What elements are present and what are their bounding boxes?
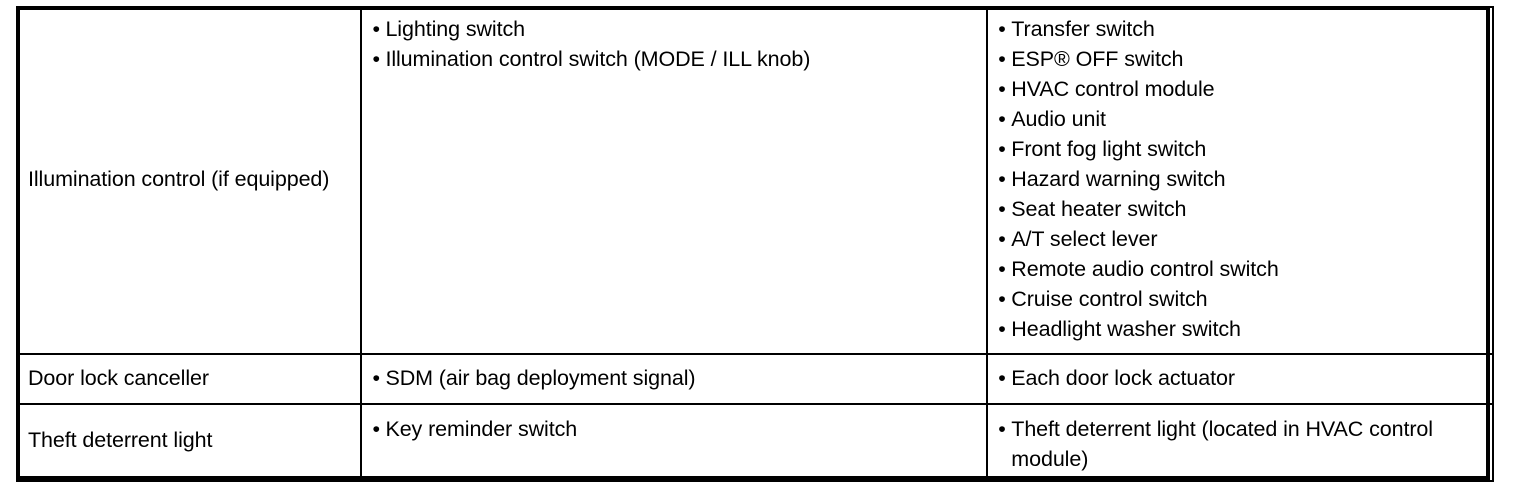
bullet-icon: • xyxy=(998,227,1006,251)
list-item: • Lighting switch xyxy=(372,14,976,44)
row-middle-cell-illumination-control: • Lighting switch • Illumination control… xyxy=(360,6,989,355)
bullet-icon: • xyxy=(998,317,1006,341)
list-item: • Each door lock actuator xyxy=(998,363,1235,393)
bullet-icon: • xyxy=(998,366,1006,390)
row-label-cell-illumination-control: Illumination control (if equipped) xyxy=(15,6,363,355)
bullet-icon: • xyxy=(372,417,380,441)
table-row: Theft deterrent light • Key reminder swi… xyxy=(15,403,1494,482)
row-label-cell-theft-deterrent-light: Theft deterrent light xyxy=(15,403,363,482)
list-item-label: SDM (air bag deployment signal) xyxy=(385,366,696,390)
list-item-label: ESP® OFF switch xyxy=(1011,47,1184,71)
list-item-label: Remote audio control switch xyxy=(1011,257,1279,281)
list-item: • Cruise control switch xyxy=(998,284,1482,314)
middle-bullet-list: • SDM (air bag deployment signal) xyxy=(372,363,695,393)
bullet-icon: • xyxy=(998,287,1006,311)
list-item: • Theft deterrent light (located in HVAC… xyxy=(998,414,1482,474)
bullet-icon: • xyxy=(372,366,380,390)
list-item: • Transfer switch xyxy=(998,14,1482,44)
row-label-cell-door-lock-canceller: Door lock canceller xyxy=(15,353,363,405)
row-label-door-lock-canceller: Door lock canceller xyxy=(28,365,209,390)
list-item-label: Headlight washer switch xyxy=(1011,317,1241,341)
list-item-label: Key reminder switch xyxy=(385,417,578,441)
list-item-label: Illumination control switch (MODE / ILL … xyxy=(385,47,811,71)
list-item-label: Front fog light switch xyxy=(1011,137,1207,161)
row-label-illumination-control: Illumination control (if equipped) xyxy=(28,167,330,191)
bullet-icon: • xyxy=(998,257,1006,281)
list-item: • Seat heater switch xyxy=(998,194,1482,224)
list-item: • Illumination control switch (MODE / IL… xyxy=(372,44,976,74)
right-bullet-list: • Theft deterrent light (located in HVAC… xyxy=(998,414,1482,474)
list-item: • Front fog light switch xyxy=(998,134,1482,164)
row-label-theft-deterrent-light: Theft deterrent light xyxy=(28,428,213,452)
bullet-icon: • xyxy=(372,47,380,71)
table-row: Illumination control (if equipped) • Lig… xyxy=(15,6,1494,355)
bullet-icon: • xyxy=(372,17,380,41)
list-item: • Headlight washer switch xyxy=(998,314,1482,344)
list-item: • Audio unit xyxy=(998,104,1482,134)
list-item: • Hazard warning switch xyxy=(998,164,1482,194)
list-item: • Remote audio control switch xyxy=(998,254,1482,284)
bullet-icon: • xyxy=(998,197,1006,221)
right-bullet-list: • Transfer switch • ESP® OFF switch • HV… xyxy=(998,14,1482,344)
list-item-label: A/T select lever xyxy=(1011,227,1158,251)
row-right-cell-door-lock-canceller: • Each door lock actuator xyxy=(986,353,1494,405)
list-item: • Key reminder switch xyxy=(372,414,976,444)
list-item-label: Each door lock actuator xyxy=(1011,366,1235,390)
row-right-cell-theft-deterrent-light: • Theft deterrent light (located in HVAC… xyxy=(986,403,1494,482)
bullet-icon: • xyxy=(998,417,1006,441)
list-item: • A/T select lever xyxy=(998,224,1482,254)
list-item-label: Lighting switch xyxy=(385,17,525,41)
list-item-label: Audio unit xyxy=(1011,107,1106,131)
spec-table-body: Illumination control (if equipped) • Lig… xyxy=(15,6,1494,482)
row-middle-cell-theft-deterrent-light: • Key reminder switch xyxy=(360,403,989,482)
list-item-label: Cruise control switch xyxy=(1011,287,1208,311)
bullet-icon: • xyxy=(998,17,1006,41)
row-right-cell-illumination-control: • Transfer switch • ESP® OFF switch • HV… xyxy=(986,6,1494,355)
middle-bullet-list: • Key reminder switch xyxy=(372,414,976,444)
right-bullet-list: • Each door lock actuator xyxy=(998,363,1235,393)
list-item-label: Hazard warning switch xyxy=(1011,167,1226,191)
bullet-icon: • xyxy=(998,77,1006,101)
list-item-label: Seat heater switch xyxy=(1011,197,1187,221)
list-item: • ESP® OFF switch xyxy=(998,44,1482,74)
list-item: • SDM (air bag deployment signal) xyxy=(372,363,695,393)
bullet-icon: • xyxy=(998,107,1006,131)
list-item-label: HVAC control module xyxy=(1011,77,1215,101)
spec-table: Illumination control (if equipped) • Lig… xyxy=(15,6,1494,482)
bullet-icon: • xyxy=(998,47,1006,71)
middle-bullet-list: • Lighting switch • Illumination control… xyxy=(372,14,976,74)
table-row: Door lock canceller • SDM (air bag deplo… xyxy=(15,353,1494,405)
bullet-icon: • xyxy=(998,167,1006,191)
row-middle-cell-door-lock-canceller: • SDM (air bag deployment signal) xyxy=(360,353,989,405)
list-item: • HVAC control module xyxy=(998,74,1482,104)
list-item-label: Theft deterrent light (located in HVAC c… xyxy=(1011,417,1433,471)
list-item-label: Transfer switch xyxy=(1011,17,1155,41)
bullet-icon: • xyxy=(998,137,1006,161)
